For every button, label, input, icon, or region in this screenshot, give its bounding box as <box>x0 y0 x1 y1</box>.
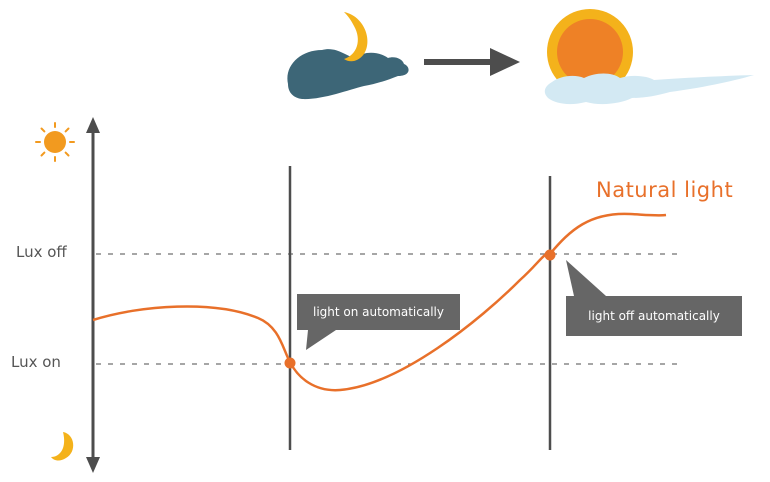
callout-off-pointer <box>566 260 606 296</box>
light-off-point <box>544 249 556 261</box>
light-on-point <box>284 357 296 369</box>
callout-on-pointer <box>306 330 336 350</box>
night-cloud-icon <box>287 49 409 100</box>
natural-light-curve <box>92 212 667 392</box>
lux-on-label: Lux on <box>11 353 61 371</box>
light-on-callout: light on automatically <box>297 294 460 330</box>
arrow-right-icon <box>424 48 520 76</box>
moon-icon <box>344 12 368 62</box>
axis-arrow-down-icon <box>86 457 100 473</box>
sunrise-icon <box>544 9 754 105</box>
axis-arrow-up-icon <box>86 117 100 133</box>
moon-small-icon <box>51 432 74 461</box>
sun-icon <box>35 122 75 162</box>
lux-off-label: Lux off <box>16 243 67 261</box>
light-off-callout: light off automatically <box>566 296 742 336</box>
natural-light-label: Natural light <box>596 178 734 202</box>
